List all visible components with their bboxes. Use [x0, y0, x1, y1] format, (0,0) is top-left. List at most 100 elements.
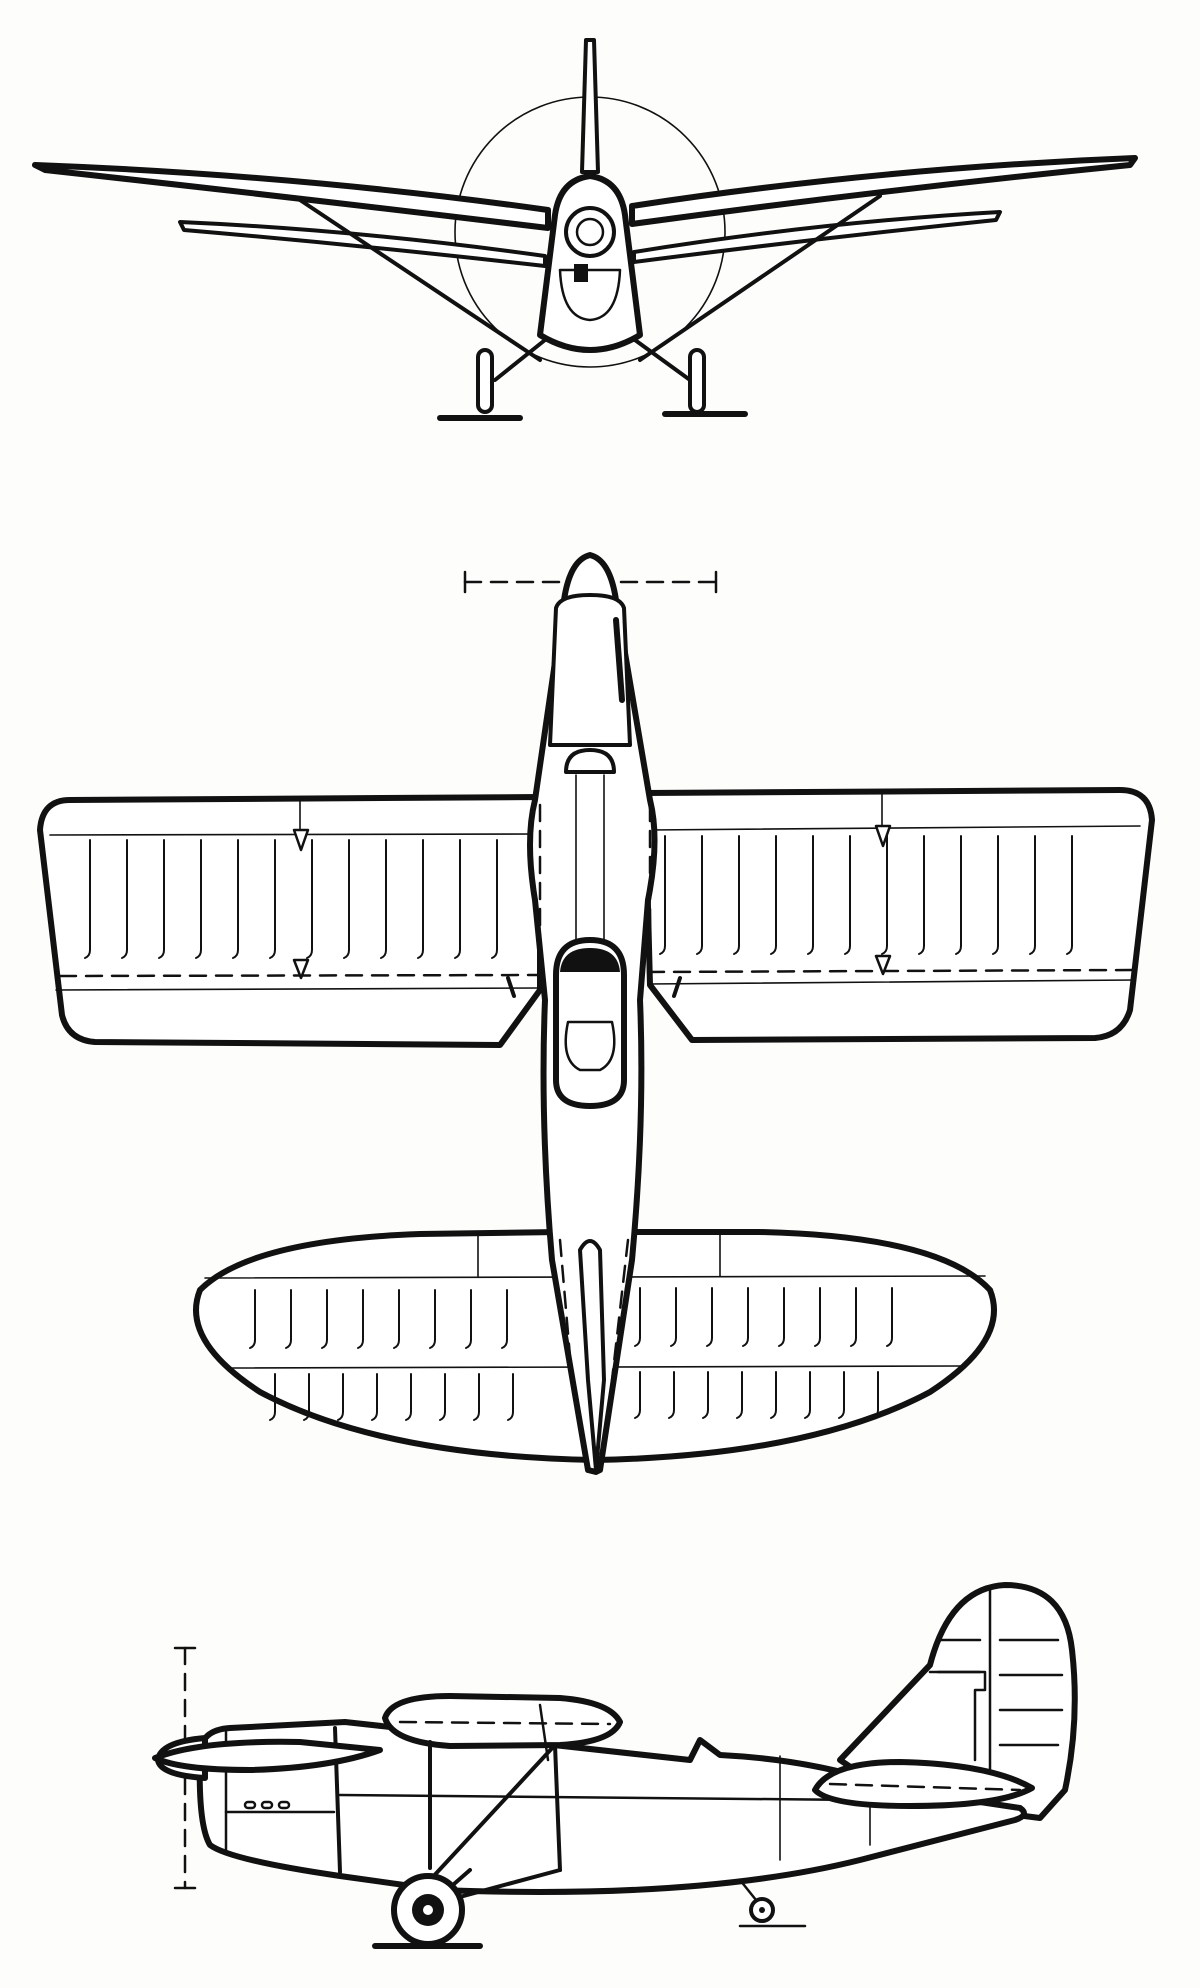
- top-left-wing-rib: [195, 839, 202, 959]
- top-tailplane-rib-rear: [337, 1373, 344, 1421]
- side-exhaust-3: [277, 1800, 291, 1810]
- side-tailplane-dash: [828, 1782, 1022, 1792]
- top-tailplane-rib-rear: [702, 1371, 709, 1419]
- top-tailplane-rib-front: [285, 1289, 292, 1349]
- top-tailplane-rib-rear: [473, 1373, 480, 1421]
- top-right-wing-le-line: [647, 825, 1141, 831]
- top-right-wing-rib: [807, 835, 814, 955]
- side-fin-step: [928, 1670, 987, 1762]
- top-tailplane-rib-front: [814, 1287, 821, 1347]
- top-tailplane-rib-front: [393, 1289, 400, 1349]
- top-tailplane-rib-rear: [634, 1371, 641, 1419]
- side-view: [152, 1582, 1078, 1949]
- top-tail-root-dash-left: [558, 1238, 574, 1382]
- side-exhaust-2: [260, 1800, 274, 1810]
- side-exhaust-1: [243, 1800, 257, 1810]
- top-right-wing-rib: [918, 835, 925, 955]
- top-right-wing: [642, 787, 1155, 1043]
- top-left-wing-rib: [232, 839, 239, 959]
- front-wheel-right: [688, 348, 706, 414]
- top-tailplane-rib-rear: [804, 1371, 811, 1419]
- top-right-wing-marker-rear: [874, 954, 892, 976]
- top-left-wing-marker-rear: [292, 958, 310, 980]
- front-oil-cooler: [574, 264, 588, 282]
- top-tailplane-rib-front: [501, 1289, 508, 1349]
- top-tailplane-rib-front: [634, 1287, 641, 1347]
- top-view: [37, 552, 1155, 1475]
- top-tailplane-rib-front: [742, 1287, 749, 1347]
- top-right-wing-rib: [992, 835, 999, 955]
- top-tailplane-rib-rear: [303, 1373, 310, 1421]
- side-main-wheel-axle: [423, 1905, 433, 1915]
- top-tailplane-rib-front: [778, 1287, 785, 1347]
- top-left-wing-rib: [454, 839, 461, 959]
- top-tailplane-rib-rear: [736, 1371, 743, 1419]
- top-right-wing-rib: [733, 835, 740, 955]
- front-strut-left: [298, 198, 542, 362]
- top-tailplane-rib-front: [249, 1289, 256, 1349]
- top-left-wing-rib: [306, 839, 313, 959]
- side-tailplane: [812, 1759, 1035, 1809]
- top-left-wing-rib: [158, 839, 165, 959]
- top-tailplane-ribs: [249, 1287, 893, 1421]
- top-right-wing-marker-front: [874, 824, 892, 848]
- top-left-wing-rib: [343, 839, 350, 959]
- top-cowl-exhaust: [613, 617, 625, 703]
- top-right-wing-rib: [881, 835, 888, 955]
- top-strut-stub-right: [672, 976, 682, 998]
- front-fin: [580, 38, 600, 174]
- top-right-wing-dash-line: [646, 968, 1137, 974]
- front-axle-left: [493, 338, 547, 382]
- top-tailplane-rib-front: [321, 1289, 328, 1349]
- top-left-wing-rib: [84, 839, 91, 959]
- front-upper-wing: [32, 162, 551, 231]
- top-tailplane-rib-front: [429, 1289, 436, 1349]
- top-tailplane-rib-rear: [507, 1373, 514, 1421]
- top-right-wing-rib: [770, 835, 777, 955]
- side-strut-rear: [553, 1743, 562, 1872]
- front-axle-right: [633, 338, 692, 382]
- top-right-wing-rib: [696, 835, 703, 955]
- top-right-wing-rib: [844, 835, 851, 955]
- top-tailplane-rib-rear: [439, 1373, 446, 1421]
- top-tailplane-rib-front: [465, 1289, 472, 1349]
- top-right-wing-rib: [955, 835, 962, 955]
- top-rear-cockpit-windscreen: [560, 948, 620, 972]
- top-left-wing-ribs: [84, 839, 498, 959]
- top-left-wing-rib: [269, 839, 276, 959]
- top-right-wing-rib: [1029, 835, 1036, 955]
- front-fuselage: [537, 173, 643, 353]
- top-tailplane-rib-rear: [371, 1373, 378, 1421]
- top-tailplane-rib-rear: [838, 1371, 845, 1419]
- top-left-wing-rib: [121, 839, 128, 959]
- top-rear-cockpit-seat: [564, 1020, 616, 1072]
- side-upper-wing: [382, 1693, 623, 1749]
- top-right-wing-ribs: [659, 835, 1073, 955]
- top-front-cockpit: [564, 748, 616, 774]
- top-tail-root-dash-right: [610, 1238, 630, 1382]
- top-tailplane-rib-front: [357, 1289, 364, 1349]
- top-tailplane-rib-front: [670, 1287, 677, 1347]
- front-view: [32, 38, 1138, 421]
- top-cowl: [548, 593, 632, 747]
- top-tailplane-rib-rear: [668, 1371, 675, 1419]
- top-right-wing-rib: [659, 835, 666, 955]
- front-strut-right: [638, 194, 882, 362]
- top-strut-stub-left: [506, 976, 516, 998]
- top-tailplane-rib-front: [706, 1287, 713, 1347]
- side-strut-cabane: [538, 1703, 550, 1762]
- side-strut-diagonal: [428, 1743, 557, 1882]
- front-upper-wing-right: [629, 155, 1138, 227]
- top-tailplane-rib-rear: [872, 1371, 879, 1419]
- top-right-wing-rib: [1066, 835, 1073, 955]
- top-left-wing-marker-front: [292, 828, 310, 852]
- top-left-wing-rib: [417, 839, 424, 959]
- top-fin-outline: [578, 1239, 606, 1472]
- side-upper-wing-dash: [398, 1720, 612, 1726]
- front-wheel-left: [476, 348, 494, 414]
- top-tailplane-rib-front: [886, 1287, 893, 1347]
- top-tailplane-rib-rear: [770, 1371, 777, 1419]
- side-fuselage-longeron: [338, 1793, 862, 1802]
